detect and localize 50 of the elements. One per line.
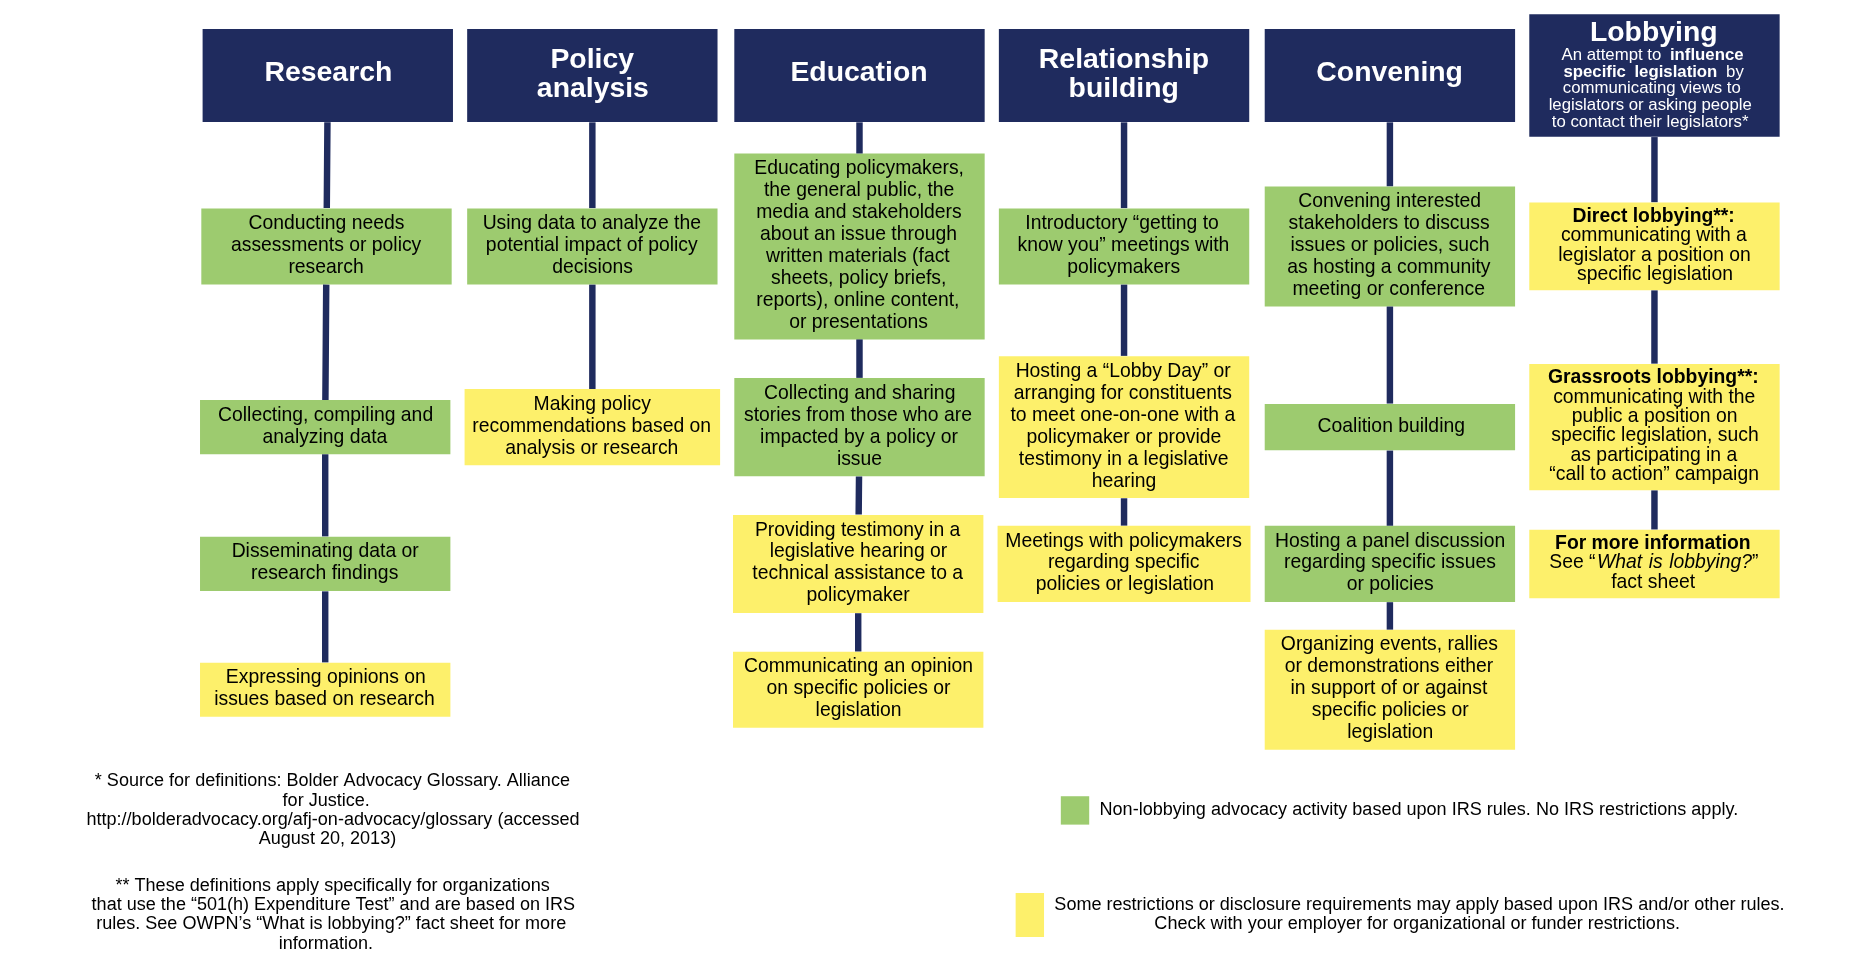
node-box: Educating policymakers, the general public, the media and stakeholders about an issue through written materials (fact sheets, policy briefs, reports), online content, or presentations xyxy=(734,153,985,339)
node-box: Education xyxy=(734,28,985,122)
node-box: Using data to analyze the potential impact of policy decisions xyxy=(467,207,718,285)
connector xyxy=(1386,450,1394,526)
node-box: Coalition building xyxy=(1264,403,1516,450)
node-box: Convening xyxy=(1264,28,1516,122)
node-box: Research xyxy=(202,28,453,122)
node-box: Making policy recommendations based on analysis or research xyxy=(464,388,721,465)
label: ** These definitions apply specifically for organizations that use the “501(h) Expenditure Test” and are based on IRS rules. See OWPN’s “What is lobbying?” fact sheet for more information. xyxy=(91,874,576,953)
connector xyxy=(589,121,596,208)
connector xyxy=(856,338,863,378)
connector xyxy=(856,121,863,153)
connector xyxy=(855,475,863,514)
node-box: Providing testimony in a legislative hearing or technical assistance to a policymaker xyxy=(733,514,984,613)
connector xyxy=(321,453,329,536)
node-box: Disseminating data or research findings xyxy=(200,536,451,591)
node-box: Collecting, compiling and analyzing data xyxy=(200,399,451,454)
connector xyxy=(1386,601,1394,630)
node-box: Organizing events, rallies or demonstrations either in support of or against specific policies or legislation xyxy=(1264,629,1516,750)
node-box: Communicating an opinion on specific policies or legislation xyxy=(733,651,984,728)
legend-label: Some restrictions or disclosure requirements may apply based upon IRS and/or other rules. Check with your employer for organizational or funder restrictions. xyxy=(1054,893,1785,933)
node-box: Conducting needs assessments or policy research xyxy=(201,207,452,285)
connector xyxy=(321,590,329,662)
connector xyxy=(1651,289,1658,364)
node-box: Hosting a panel discussion regarding specific issues or policies xyxy=(1264,525,1516,602)
node-box: Lobbying An attempt to influence specific legislation by communicating views to legislators or asking people to contact their legislators* xyxy=(1529,13,1780,137)
connector xyxy=(854,612,862,651)
connector xyxy=(1651,136,1658,202)
connector xyxy=(1120,121,1128,208)
node-box: Relationship building xyxy=(998,28,1250,122)
label: * Source for definitions: Bolder Advocacy Glossary. Alliance for Justice. http://bolderadvocacy.org/afj-on-advocacy/glossary (accessed August 20, 2013) xyxy=(86,769,580,848)
connector xyxy=(323,121,331,208)
node-box: Convening interested stakeholders to discuss issues or policies, such as hosting a community meeting or conference xyxy=(1264,185,1516,306)
connector xyxy=(322,284,330,400)
node-box: Hosting a “Lobby Day” or arranging for constituents to meet one-on-one with a policymaker or provide testimony in a legislative hearing xyxy=(998,355,1250,498)
connector xyxy=(1386,306,1394,404)
connector xyxy=(1120,497,1128,526)
connector xyxy=(1120,284,1128,356)
connector xyxy=(1386,121,1394,186)
connector xyxy=(589,284,596,389)
node-box: Expressing opinions on issues based on research xyxy=(200,662,451,717)
node-box: Collecting and sharing stories from those who are impacted by a policy or issue xyxy=(734,377,985,476)
node-box: Policy analysis xyxy=(467,28,718,122)
legend-label: Non-lobbying advocacy activity based upon IRS rules. No IRS restrictions apply. xyxy=(1099,798,1739,819)
node-box: Introductory “getting to know you” meetings with policymakers xyxy=(998,207,1250,285)
connector xyxy=(1651,489,1658,529)
node-box: Grassroots lobbying**: communicating with the public a position on specific legislation, such as participating in a “call to action” campaign xyxy=(1529,363,1780,490)
node-box: For more information See “What is lobbying?” fact sheet xyxy=(1529,529,1780,598)
node-box: Direct lobbying**: communicating with a legislator a position on specific legislation xyxy=(1529,202,1780,290)
node-box: Meetings with policymakers regarding specific policies or legislation xyxy=(997,525,1251,602)
